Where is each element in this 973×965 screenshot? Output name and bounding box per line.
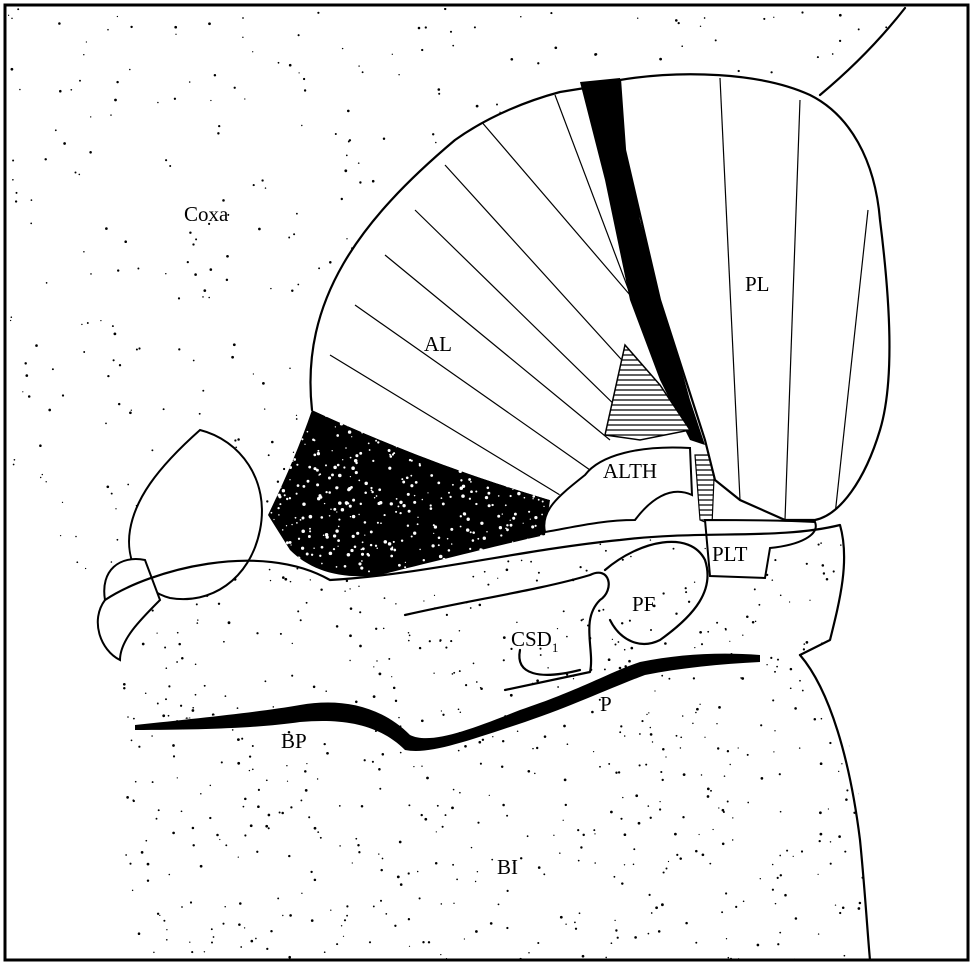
- label-coxa: Coxa: [184, 202, 229, 226]
- label-al: AL: [424, 332, 452, 356]
- label-plt: PLT: [712, 542, 748, 566]
- label-bp: BP: [281, 729, 307, 753]
- label-pl: PL: [745, 272, 770, 296]
- label-pf: PF: [632, 592, 655, 616]
- label-alth: ALTH: [603, 459, 657, 483]
- label-bi: BI: [497, 855, 518, 879]
- label-csd: CSD1: [511, 627, 558, 655]
- label-p: P: [600, 692, 612, 716]
